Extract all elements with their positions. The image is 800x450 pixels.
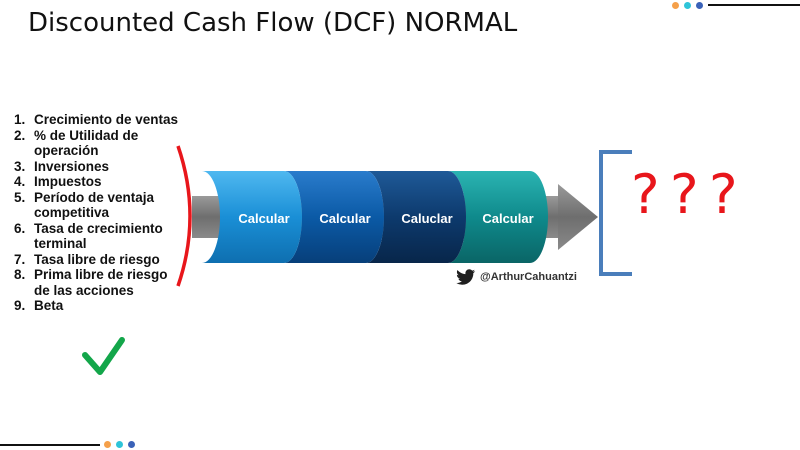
item-number: 1. bbox=[14, 112, 26, 127]
item-text: Prima libre de riesgo de las acciones bbox=[34, 267, 168, 298]
list-item: 9. Beta bbox=[14, 298, 186, 314]
result-question-mark: ? bbox=[670, 163, 699, 226]
item-text: Crecimiento de ventas bbox=[34, 112, 179, 127]
item-text: Tasa de crecimiento terminal bbox=[34, 220, 163, 252]
step-4-label: Calcular bbox=[482, 211, 533, 226]
list-item: 1. Crecimiento de ventas bbox=[14, 112, 186, 128]
step-3-label: Caluclar bbox=[401, 211, 452, 226]
deco-dot-orange bbox=[672, 2, 679, 9]
item-number: 2. bbox=[14, 127, 26, 143]
step-2-shape bbox=[284, 171, 384, 263]
list-item: 2. % de Utilidad de operación bbox=[14, 128, 186, 159]
step-1 bbox=[202, 171, 302, 263]
arrow-head bbox=[558, 184, 598, 250]
item-text: Beta bbox=[34, 298, 64, 313]
top-decoration bbox=[672, 0, 800, 12]
deco-dot-cyan bbox=[684, 2, 691, 9]
item-text: Período de ventaja competitiva bbox=[34, 189, 155, 221]
item-number: 8. bbox=[14, 267, 26, 282]
result-question-mark: ? bbox=[709, 163, 738, 226]
step-2-label: Calcular bbox=[319, 211, 370, 226]
slide-title: Discounted Cash Flow (DCF) NORMAL bbox=[28, 8, 518, 38]
deco-line bbox=[0, 444, 100, 446]
list-item: 4. Impuestos bbox=[14, 174, 186, 190]
list-item: 5. Período de ventaja competitiva bbox=[14, 190, 186, 221]
step-3-shape bbox=[366, 171, 466, 263]
step-1-label: Calcular bbox=[238, 211, 289, 226]
step-1-shape bbox=[202, 171, 302, 263]
item-text: Impuestos bbox=[34, 174, 102, 189]
step-3 bbox=[366, 171, 466, 263]
deco-dot-orange bbox=[104, 441, 111, 448]
item-number: 7. bbox=[14, 251, 26, 267]
result-bracket bbox=[599, 150, 632, 276]
result-question-mark: ? bbox=[631, 163, 660, 226]
check-icon bbox=[82, 337, 125, 375]
item-text: Tasa libre de riesgo bbox=[34, 251, 160, 267]
item-number: 9. bbox=[14, 298, 26, 313]
deco-dot-blue bbox=[128, 441, 135, 448]
list-item: 8. Prima libre de riesgo de las acciones bbox=[14, 267, 186, 298]
dcf-input-list: 1. Crecimiento de ventas 2. % de Utilidad … bbox=[14, 112, 186, 314]
list-item: 7. Tasa libre de riesgo bbox=[14, 252, 186, 268]
item-number: 3. bbox=[14, 158, 26, 174]
twitter-credit: @ArthurCahuantzi bbox=[456, 268, 577, 286]
item-number: 4. bbox=[14, 174, 26, 189]
item-number: 5. bbox=[14, 189, 26, 205]
input-bracket-arc bbox=[176, 145, 192, 287]
deco-line bbox=[708, 4, 800, 6]
step-4 bbox=[448, 171, 548, 263]
item-number: 6. bbox=[14, 220, 26, 236]
item-text: Inversiones bbox=[34, 158, 110, 174]
deco-dot-blue bbox=[696, 2, 703, 9]
list-item: 3. Inversiones bbox=[14, 159, 186, 175]
item-text: % de Utilidad de operación bbox=[34, 127, 139, 159]
bottom-decoration bbox=[0, 438, 140, 450]
list-item: 6. Tasa de crecimiento terminal bbox=[14, 221, 186, 252]
step-4-shape bbox=[448, 171, 548, 263]
twitter-handle: @ArthurCahuantzi bbox=[480, 271, 577, 283]
step-2 bbox=[284, 171, 384, 263]
twitter-bird-icon bbox=[456, 269, 476, 285]
deco-dot-cyan bbox=[116, 441, 123, 448]
